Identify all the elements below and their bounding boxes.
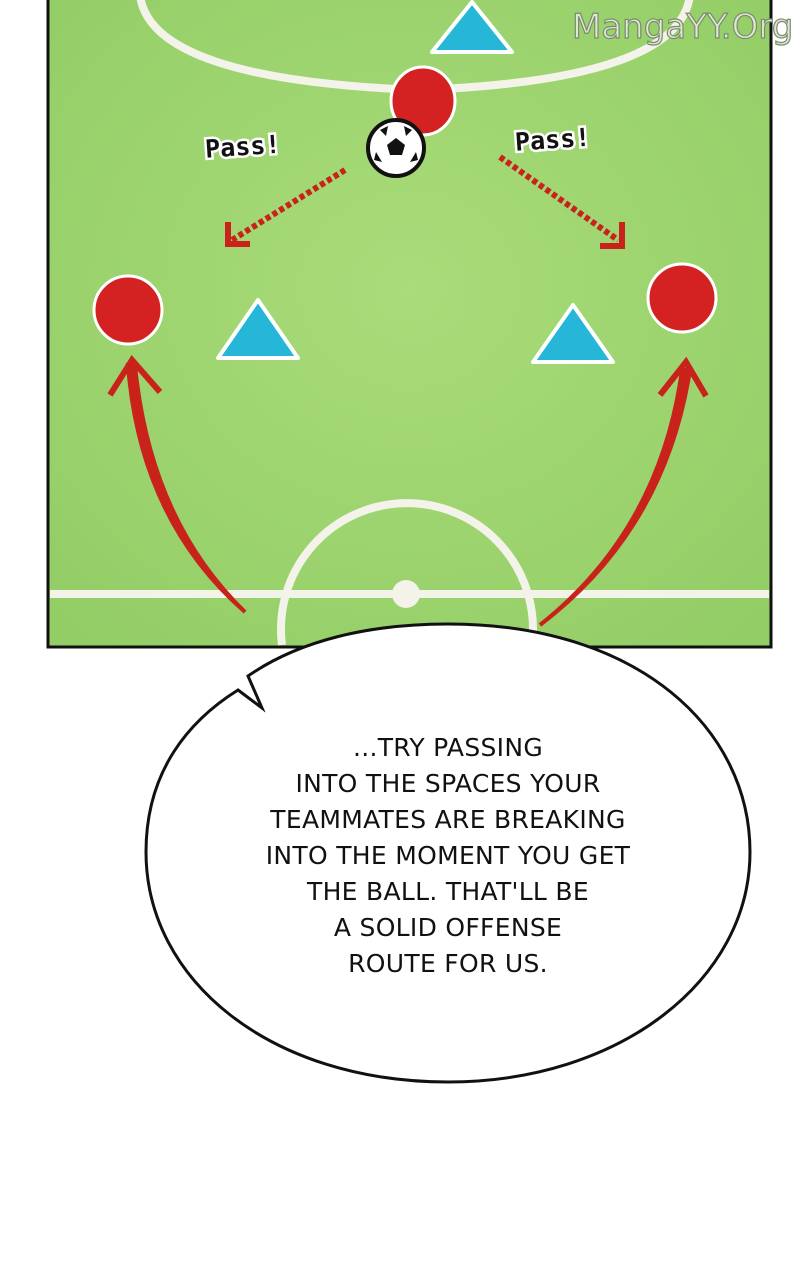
dialogue-line: TEAMMATES ARE BREAKING [270, 805, 626, 834]
dialogue-line: INTO THE MOMENT YOU GET [265, 841, 631, 870]
opponent-marker [531, 303, 615, 364]
dialogue-line: ROUTE FOR US. [348, 949, 548, 978]
dialogue-text: ...TRY PASSING INTO THE SPACES YOUR TEAM… [200, 730, 696, 982]
soccer-ball-icon [366, 118, 426, 178]
speech-bubble [144, 622, 752, 1084]
opponent-marker [430, 0, 514, 54]
pass-arrow-right [498, 154, 625, 249]
dialogue-line: INTO THE SPACES YOUR [295, 769, 601, 798]
opponent-marker [216, 298, 300, 360]
pass-arrow-left [225, 167, 347, 247]
dialogue-line: THE BALL. THAT'LL BE [307, 877, 589, 906]
pass-label-right: Pass! [514, 123, 591, 157]
run-arrow-right [538, 356, 709, 627]
pass-label-left: Pass! [204, 130, 281, 164]
player-marker [92, 274, 164, 346]
dialogue-line: A SOLID OFFENSE [333, 913, 563, 942]
dialogue-line: ...TRY PASSING [352, 733, 544, 762]
watermark: MangaYY.Org [572, 7, 793, 47]
run-arrow-left [107, 354, 247, 614]
player-marker [646, 262, 718, 334]
